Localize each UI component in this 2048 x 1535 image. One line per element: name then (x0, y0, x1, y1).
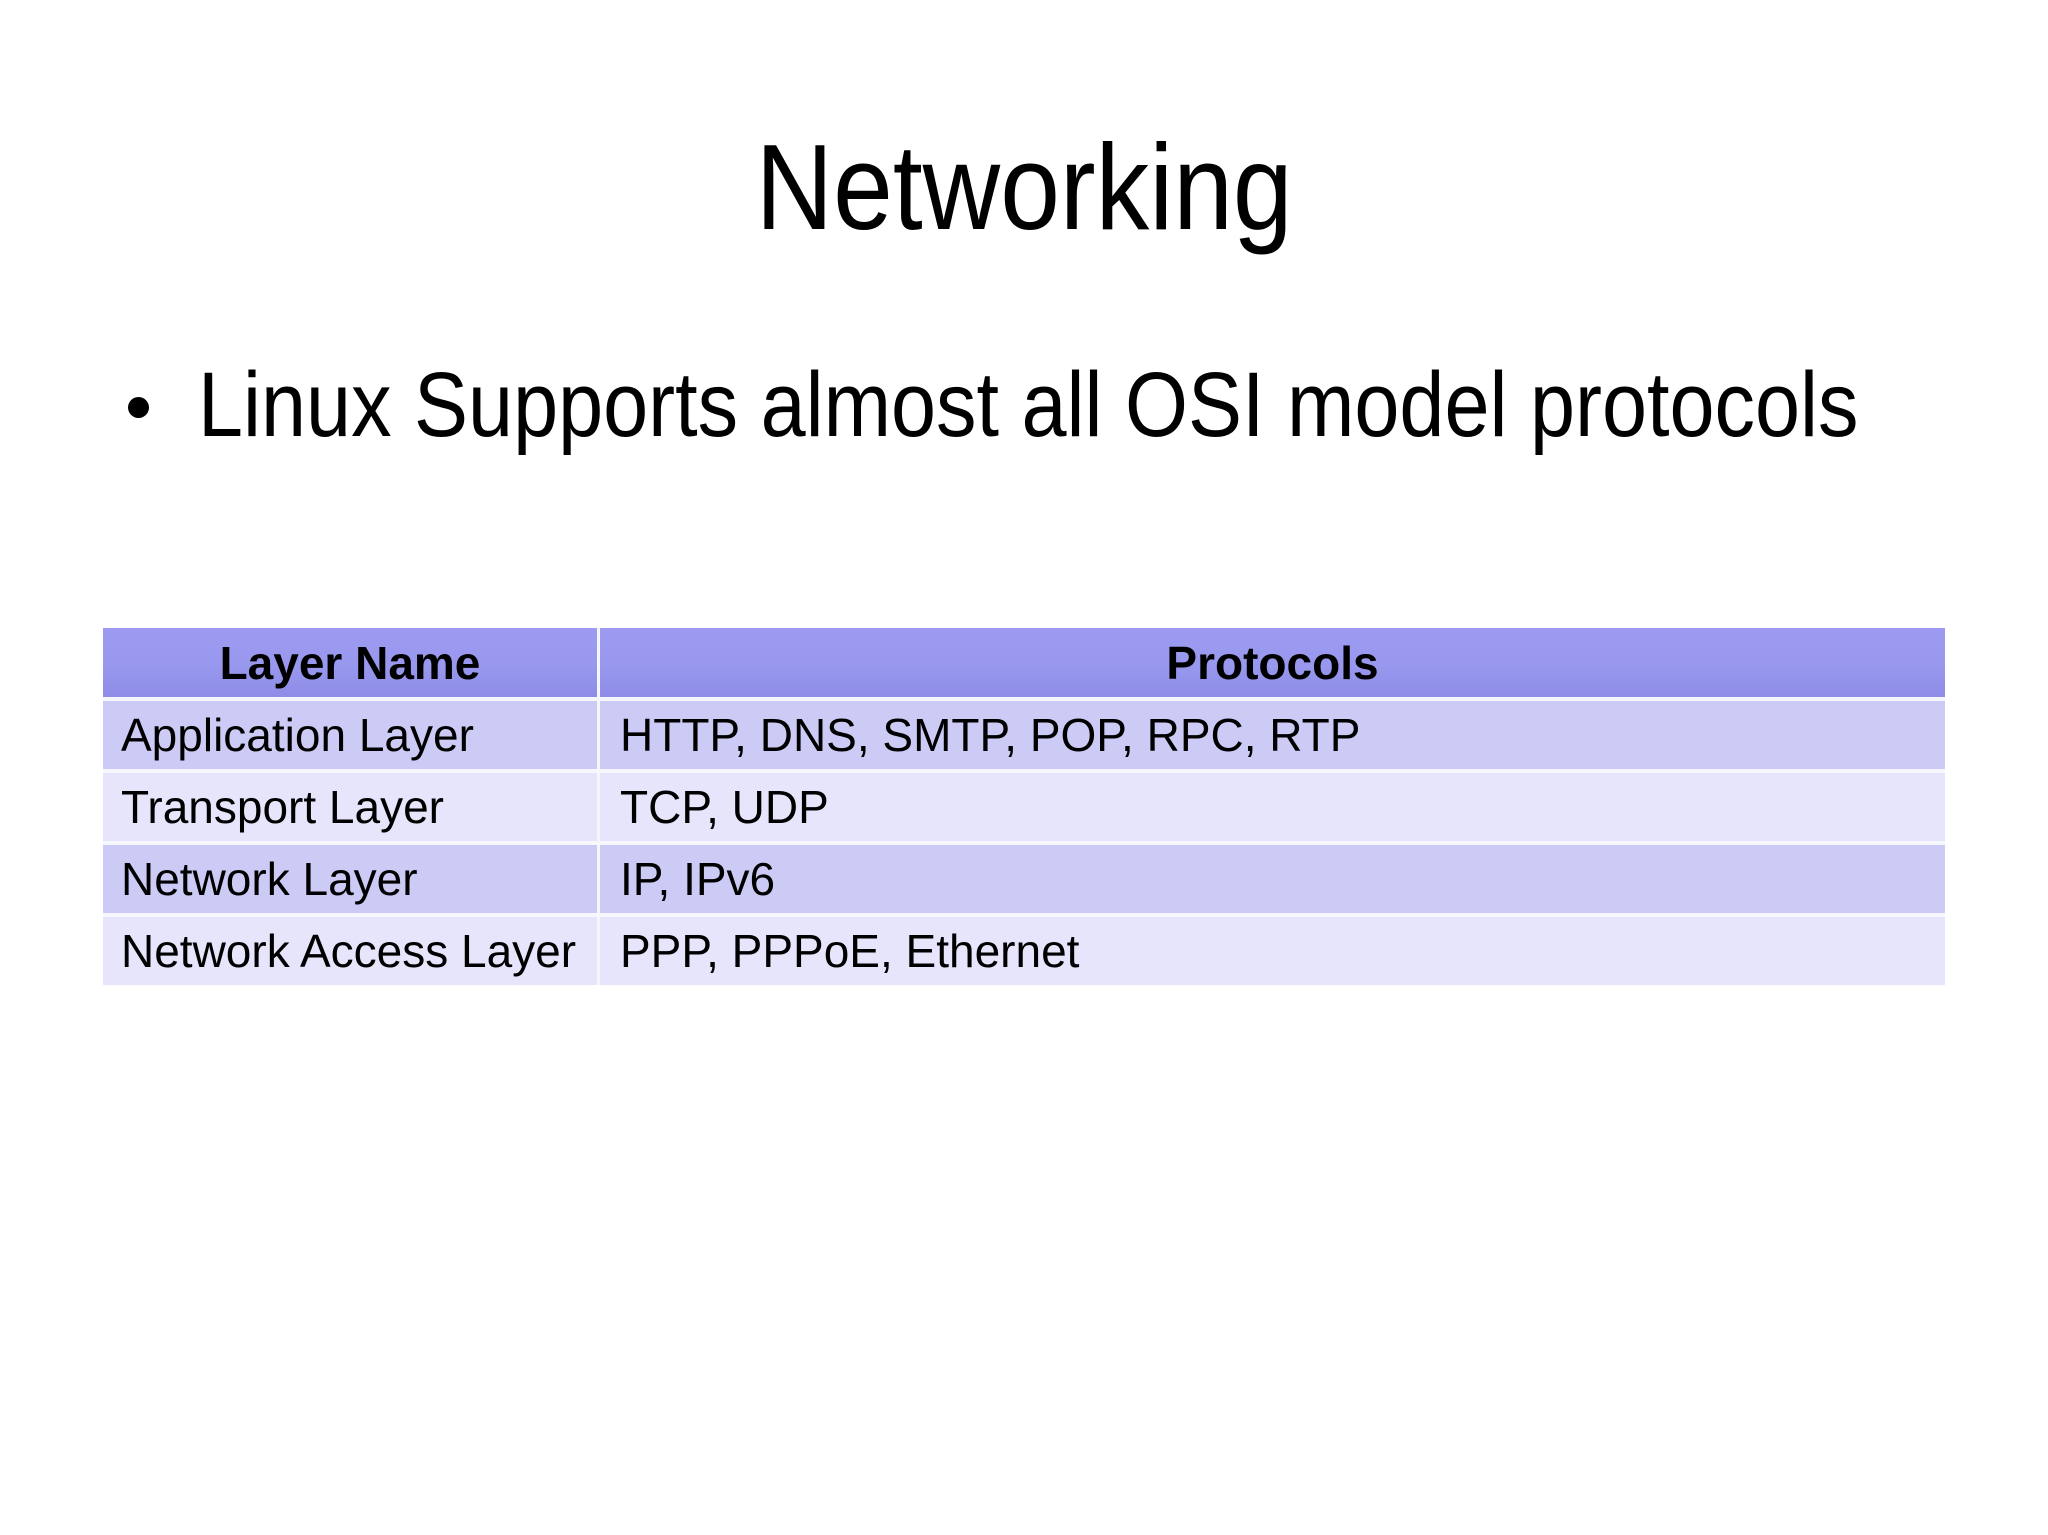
table-row: Network Layer IP, IPv6 (103, 841, 1945, 913)
cell-protocols: IP, IPv6 (600, 841, 1945, 913)
cell-layer-name: Network Access Layer (103, 913, 600, 985)
table-row: Application Layer HTTP, DNS, SMTP, POP, … (103, 697, 1945, 769)
cell-protocols: PPP, PPPoE, Ethernet (600, 913, 1945, 985)
table-row: Transport Layer TCP, UDP (103, 769, 1945, 841)
cell-protocols: HTTP, DNS, SMTP, POP, RPC, RTP (600, 697, 1945, 769)
cell-layer-name: Transport Layer (103, 769, 600, 841)
slide-title-text: Networking (755, 119, 1293, 255)
protocols-table: Layer Name Protocols Application Layer H… (103, 628, 1945, 985)
cell-layer-name: Network Layer (103, 841, 600, 913)
bullet-icon (128, 397, 149, 418)
column-header-layer-name: Layer Name (103, 628, 600, 697)
cell-layer-name: Application Layer (103, 697, 600, 769)
slide-title: Networking (0, 126, 2048, 248)
cell-protocols: TCP, UDP (600, 769, 1945, 841)
column-header-protocols: Protocols (600, 628, 1945, 697)
table-row: Network Access Layer PPP, PPPoE, Etherne… (103, 913, 1945, 985)
table-header-row: Layer Name Protocols (103, 628, 1945, 697)
bullet-item-text: Linux Supports almost all OSI model prot… (198, 354, 1859, 456)
